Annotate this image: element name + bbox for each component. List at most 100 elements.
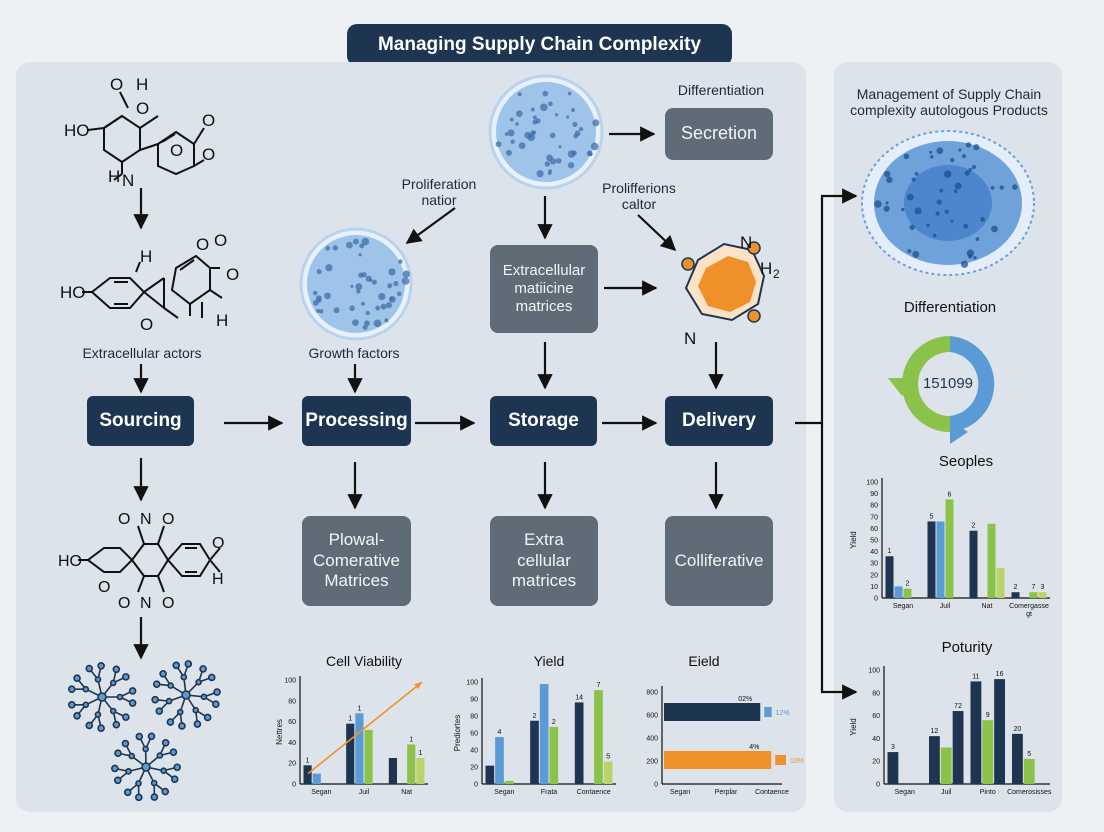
network-node <box>122 673 130 681</box>
cell-texture-dot <box>567 162 575 169</box>
cell-texture-dot <box>943 170 952 179</box>
atom-label: O <box>196 235 209 254</box>
bar-value-label: 9 <box>986 712 990 719</box>
network-node <box>97 692 107 702</box>
network-node <box>203 713 212 722</box>
box-extracellular-matrices: Extracellular matiicine matrices <box>490 245 598 333</box>
network-node <box>184 660 193 668</box>
trend-arrow-head <box>414 682 422 690</box>
stage-delivery[interactable]: Delivery <box>665 396 773 446</box>
chart-bar <box>495 737 504 784</box>
atom-label: HO <box>58 553 82 570</box>
cell-texture-dot <box>960 260 969 268</box>
atom-label: H <box>760 259 772 278</box>
cell-texture-dot <box>571 150 577 156</box>
x-tick-sublabel: gt <box>1026 611 1032 618</box>
cell-texture-dot <box>349 305 355 312</box>
cell-texture-dot <box>909 224 915 231</box>
cell-texture-dot <box>554 113 559 117</box>
chart-bar <box>887 752 899 784</box>
bar-value-label: 4 <box>498 729 502 736</box>
network-node <box>114 749 122 758</box>
cell-texture-dot <box>515 110 523 117</box>
chart-bar <box>775 755 786 765</box>
x-tick-label: Contaence <box>577 789 611 796</box>
cell-texture-dot <box>507 129 515 137</box>
cell-texture-dot <box>518 142 526 149</box>
bar-value-label: 5 <box>606 754 610 761</box>
bar-value-label: 1 <box>409 736 413 743</box>
atom-label: H <box>216 311 228 330</box>
chart-bar <box>885 556 894 598</box>
cell-texture-dot <box>973 144 980 151</box>
network-node <box>176 708 184 716</box>
cell-texture-dot <box>387 283 393 289</box>
atom-label: N <box>140 595 152 612</box>
stage-storage[interactable]: Storage <box>490 396 597 446</box>
cell-texture-dot <box>935 211 940 216</box>
x-tick-label: Perplar <box>715 789 738 796</box>
cell-texture-dot <box>1012 184 1018 190</box>
chart-bar <box>929 736 940 784</box>
stage-sourcing[interactable]: Sourcing <box>87 396 194 446</box>
network-node <box>169 748 178 756</box>
network-node <box>125 768 132 775</box>
atom-label: H <box>212 571 224 588</box>
cell-texture-dot <box>319 309 324 314</box>
network-node <box>128 699 137 707</box>
cell-texture-dot <box>566 115 570 119</box>
cell-texture-dot <box>380 303 387 310</box>
y-tick-label: 40 <box>470 748 478 755</box>
network-node <box>112 720 121 729</box>
cell-texture-dot <box>592 119 600 127</box>
bar-value-label: 7 <box>1032 584 1036 591</box>
bar-value-label: 20 <box>1014 726 1022 733</box>
y-tick-label: 20 <box>872 759 880 766</box>
cell-middle <box>299 227 413 341</box>
cell-texture-dot <box>999 185 1004 190</box>
y-tick-label: 30 <box>870 561 878 568</box>
cell-texture-dot <box>317 298 322 303</box>
network-node <box>161 738 170 747</box>
atom-label: O <box>98 579 110 596</box>
network-node <box>180 673 188 681</box>
network-node <box>152 680 161 688</box>
cell-texture-dot <box>950 157 955 163</box>
cell-texture-dot <box>365 275 372 282</box>
network-node <box>192 706 200 714</box>
cell-texture-dot <box>364 320 370 327</box>
network-node <box>150 793 159 801</box>
chart-bar <box>1023 758 1035 784</box>
cell-texture-dot <box>570 108 576 113</box>
cell-texture-dot <box>389 297 394 301</box>
x-tick-label: Juil <box>940 603 951 610</box>
bar-value-label: 1 <box>888 548 892 555</box>
cell-texture-dot <box>325 264 333 272</box>
cell-texture-dot <box>352 238 359 245</box>
cell-texture-dot <box>530 107 535 112</box>
chart-bar <box>940 747 952 784</box>
chart-bar <box>504 780 514 784</box>
chart-bar <box>1012 733 1023 784</box>
cell-texture-dot <box>980 217 986 222</box>
stage-processing[interactable]: Processing <box>302 396 411 446</box>
cell-texture-dot <box>950 219 954 223</box>
cell-texture-dot <box>536 170 544 178</box>
cell-texture-dot <box>886 176 893 184</box>
cell-texture-dot <box>962 154 967 159</box>
molecule-structure-1: O H O HO O O O H N <box>64 75 215 190</box>
cell-texture-dot <box>524 131 532 139</box>
network-node <box>212 700 220 708</box>
network-node <box>109 679 117 687</box>
chart-bar <box>982 720 994 784</box>
bar-value-label: 2 <box>972 523 976 530</box>
box-secretion: Secretion <box>665 108 773 160</box>
cell-texture-dot <box>510 139 515 144</box>
cell-texture-dot <box>515 122 519 126</box>
cell-texture-dot <box>359 243 365 249</box>
bar-value-label: 2 <box>1014 584 1018 591</box>
chart-bar <box>1038 592 1047 598</box>
atom-label: O <box>136 99 149 118</box>
cell-texture-dot <box>504 132 509 136</box>
